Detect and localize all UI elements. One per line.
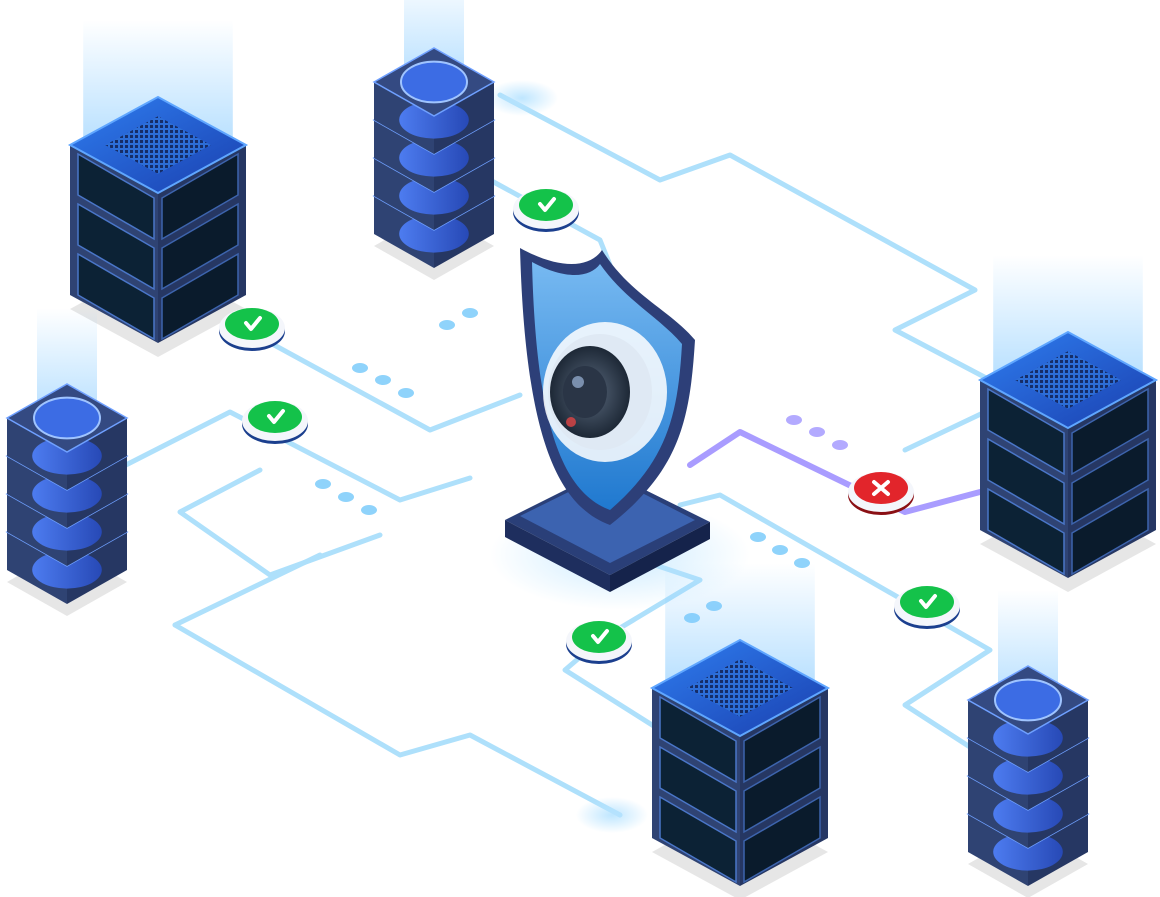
server-rack-icon — [977, 255, 1159, 592]
server-rack-icon — [649, 563, 831, 897]
check-icon — [919, 594, 937, 609]
link-line — [902, 409, 988, 453]
link-line — [497, 92, 993, 383]
link-line — [177, 467, 383, 578]
status-ok-badge — [566, 621, 632, 664]
status-badges — [219, 189, 960, 664]
blocked-dots — [786, 415, 848, 450]
link-line — [172, 552, 323, 628]
link-line — [677, 492, 993, 763]
glow-spot — [576, 797, 648, 833]
status-blocked-badge — [848, 472, 914, 515]
status-ok-badge — [219, 308, 285, 351]
link-line — [207, 307, 523, 433]
database-stack-icon — [5, 308, 129, 616]
database-stack-icon — [966, 590, 1090, 897]
status-ok-badge — [513, 189, 579, 232]
check-icon — [267, 409, 285, 424]
glow-spot — [486, 80, 558, 116]
network-nodes — [5, 0, 1159, 897]
status-ok-badge — [242, 401, 308, 444]
check-icon — [244, 316, 262, 331]
security-shield-icon — [490, 248, 750, 610]
close-icon — [872, 480, 890, 496]
check-icon — [538, 197, 556, 212]
status-ok-badge — [894, 586, 960, 629]
link-line — [117, 409, 473, 503]
server-rack-icon — [67, 20, 249, 357]
link-line — [172, 622, 623, 818]
check-icon — [591, 629, 609, 644]
database-stack-icon — [372, 0, 496, 280]
